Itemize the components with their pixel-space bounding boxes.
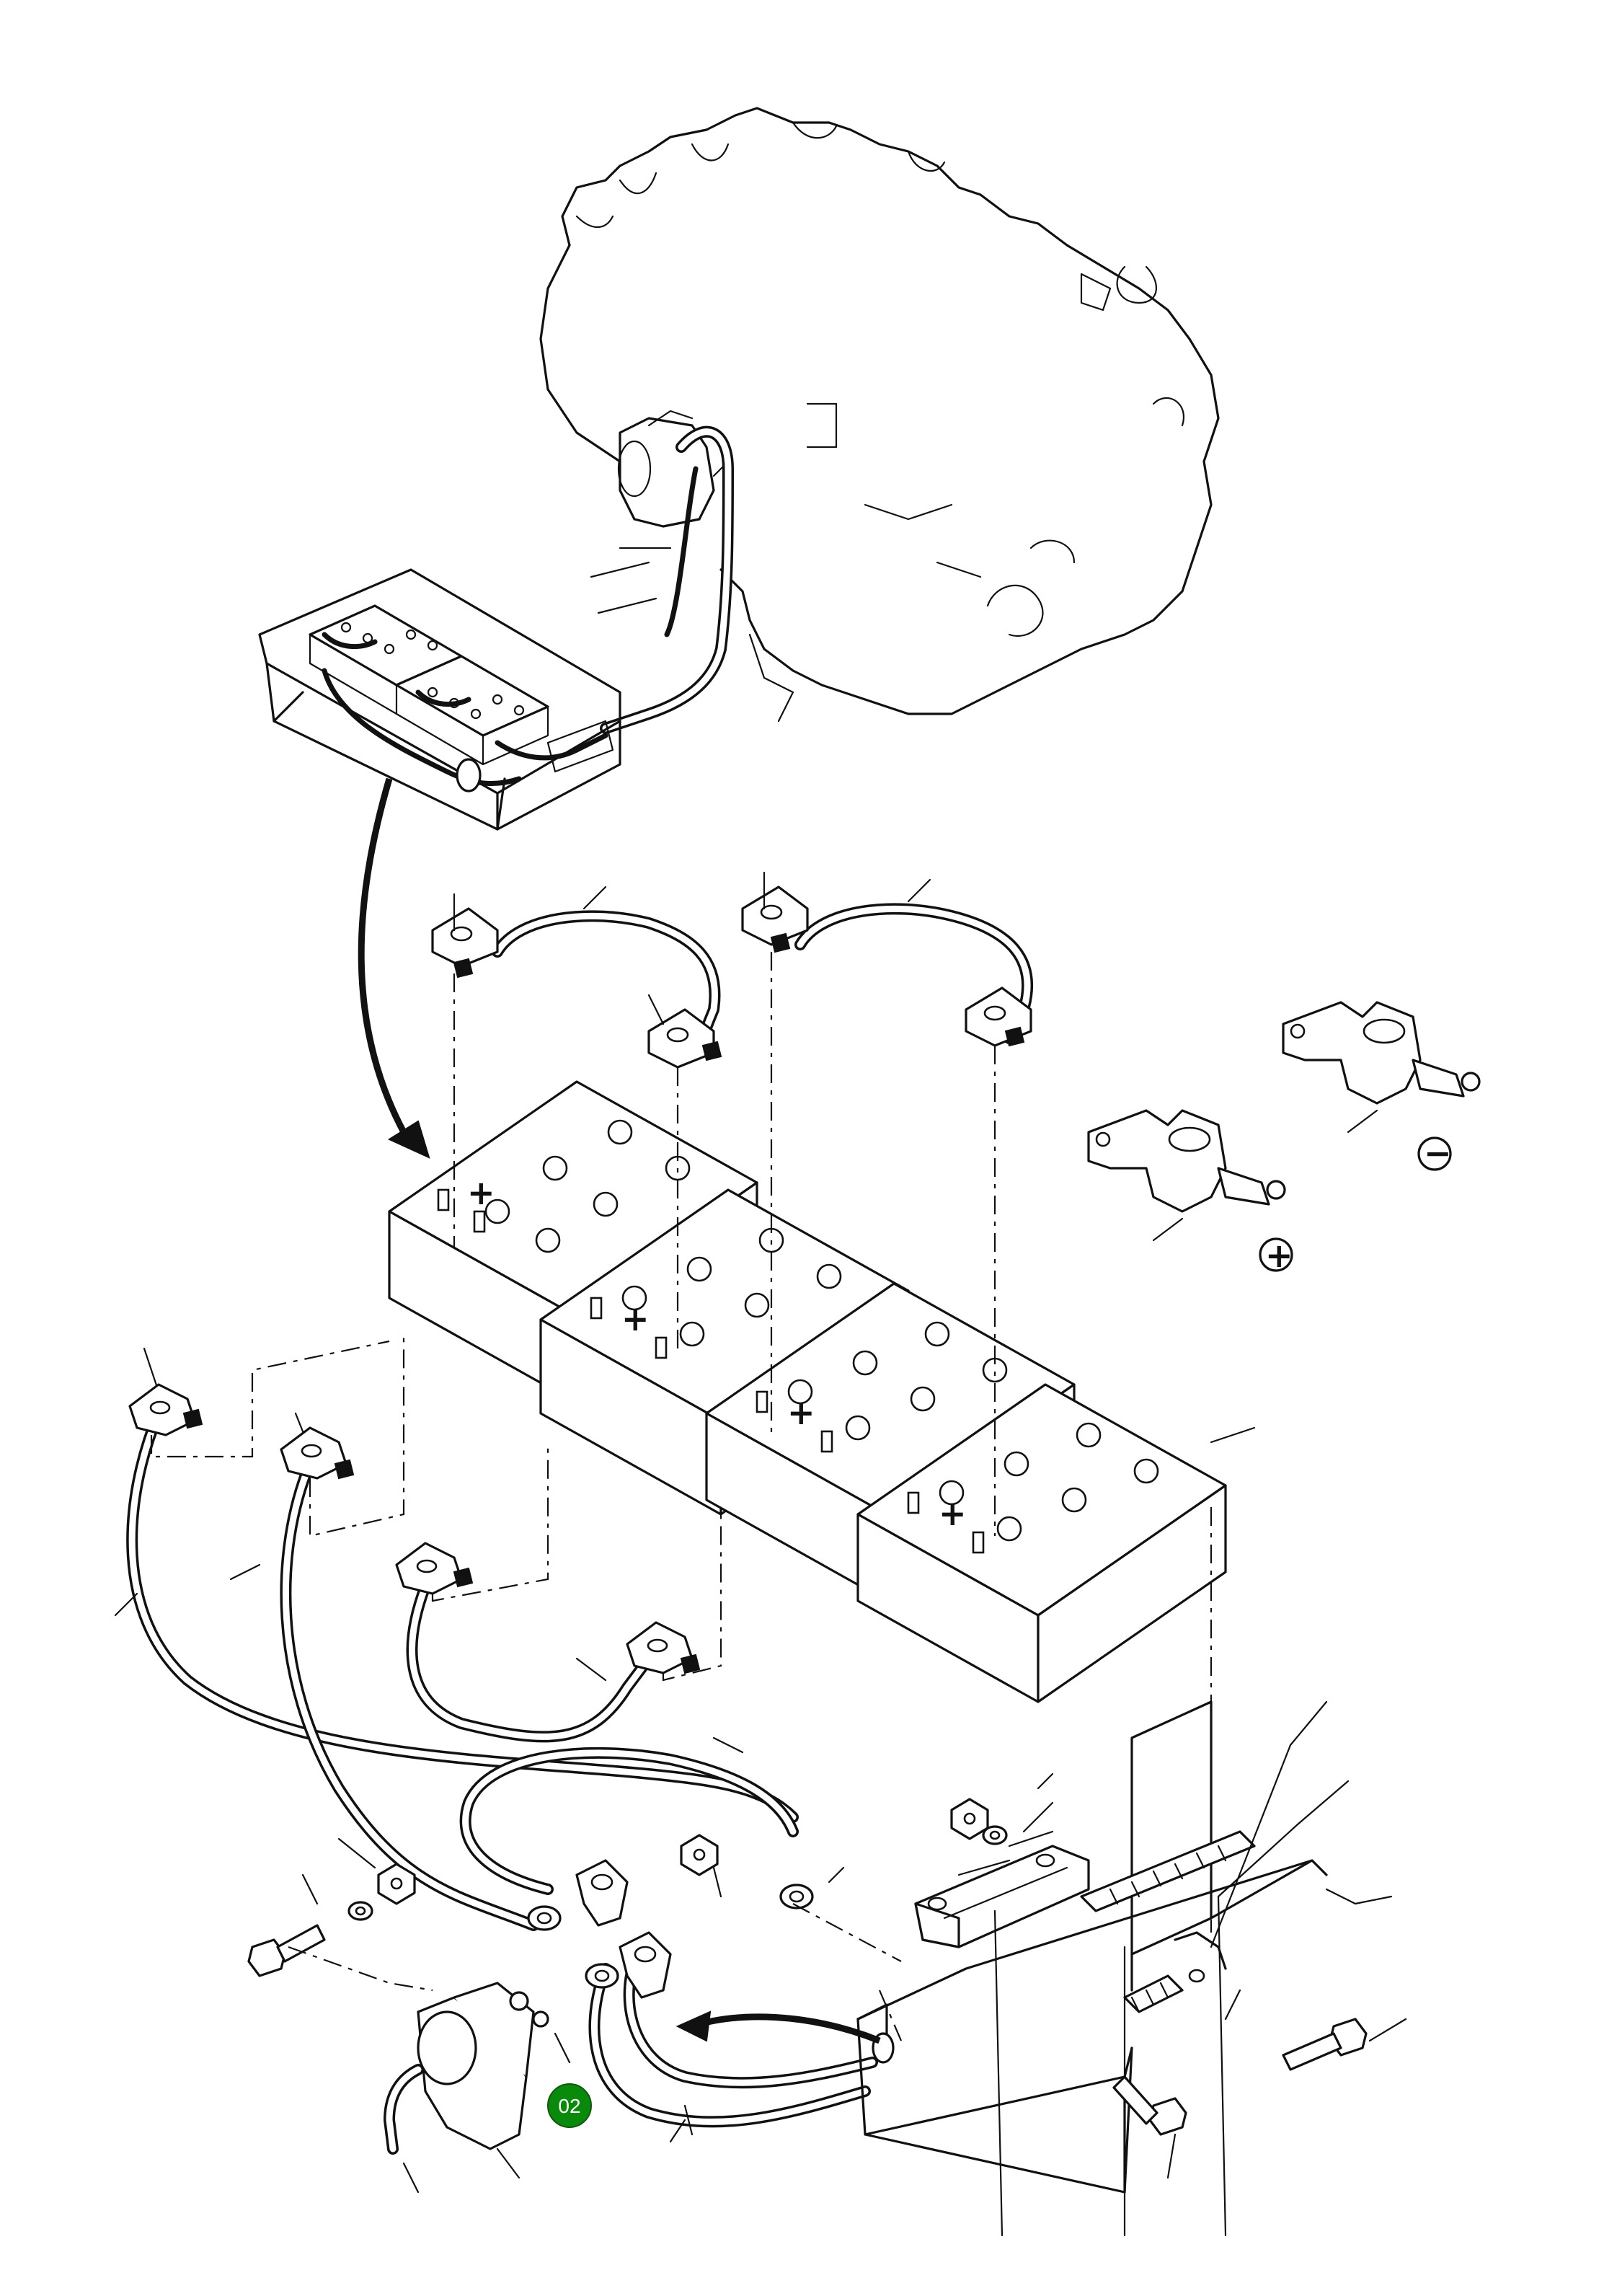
jumper-cables <box>431 871 1033 1536</box>
arrow-to-solenoid <box>675 2010 881 2044</box>
callout-label: 02 <box>558 2095 580 2117</box>
washer-1 <box>347 1901 373 1921</box>
battery-box-overview <box>258 568 621 831</box>
negative-symbol: − <box>1424 1134 1452 1173</box>
battery-4 <box>856 1383 1227 1703</box>
ring-lug-3 <box>585 1963 619 1989</box>
bolt-1 <box>247 1924 326 1977</box>
bracket-washer <box>982 1825 1008 1845</box>
ring-lug-2 <box>779 1884 814 1909</box>
ring-lugs-and-nuts <box>247 1834 902 1999</box>
jumper-terminal-4 <box>965 986 1032 1047</box>
cable-terminal-a <box>128 1383 203 1436</box>
mounting-bolt-2 <box>1112 2075 1187 2179</box>
hex-nut-1 <box>680 1834 719 1876</box>
jumper-terminal-1 <box>431 907 499 979</box>
mounting-bolt-1 <box>1282 2018 1407 2071</box>
jumper-terminal-3 <box>741 886 809 953</box>
battery-4-positive-mark: + <box>939 1494 967 1533</box>
overview-battery-posts <box>340 622 525 720</box>
curved-arrow-to-batteries <box>358 777 430 1159</box>
positive-symbol: + <box>1265 1236 1293 1275</box>
callout-02[interactable]: 02 <box>547 2083 592 2128</box>
engine-block <box>539 107 1220 734</box>
threaded-rods <box>1080 1744 1357 2237</box>
main-cables <box>114 1347 878 2143</box>
battery-2-positive-mark: + <box>621 1299 650 1338</box>
cable-terminals <box>128 1334 722 1682</box>
bracket-nut <box>950 1798 989 1840</box>
cable-terminal-b <box>280 1426 355 1480</box>
positive-terminal-clamp: + <box>1087 1109 1293 1275</box>
battery-1-positive-mark: + <box>467 1173 495 1212</box>
hex-nut-2 <box>377 1863 416 1905</box>
negative-terminal-clamp: − <box>1282 1001 1481 1173</box>
terminal-boot-1 <box>575 1859 629 1927</box>
ring-lug-1 <box>527 1905 562 1931</box>
cable-terminal-c <box>395 1542 474 1595</box>
battery-solenoid <box>383 1982 571 2194</box>
battery-3-positive-mark: + <box>787 1393 815 1432</box>
isolator-bracket <box>914 1772 1090 1948</box>
battery-group: + + + + <box>388 1080 1227 1703</box>
terminal-boot-2 <box>619 1931 672 1999</box>
jumper-terminal-2 <box>647 1008 722 1069</box>
cable-terminal-d <box>626 1621 701 1674</box>
leader-lines <box>647 994 1393 2237</box>
